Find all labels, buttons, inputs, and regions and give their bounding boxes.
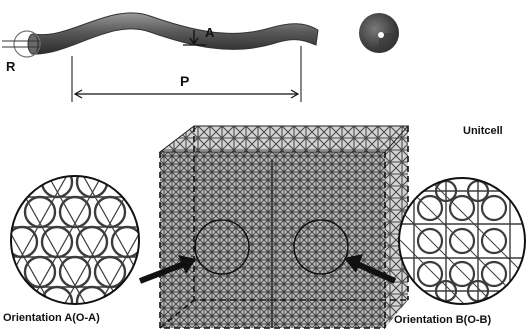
strut-cross-section — [359, 13, 399, 53]
orientation-b-detail — [390, 170, 529, 320]
unitcell-label: Unitcell — [463, 125, 503, 137]
radius-label: R — [6, 59, 16, 74]
lattice-cube — [160, 126, 408, 328]
cross-section-core — [378, 32, 384, 38]
strut-end-cap — [28, 34, 38, 54]
strut-body — [32, 13, 318, 54]
amplitude-label: A — [205, 25, 215, 40]
orientation-b-label: Orientation B(O-B) — [394, 314, 491, 326]
orientation-a-detail — [0, 167, 175, 330]
orientation-a-label: Orientation A(O-A) — [3, 312, 100, 324]
wavy-strut: R A P — [2, 13, 318, 102]
lattice-top-face — [160, 126, 408, 152]
pitch-label: P — [180, 73, 189, 89]
